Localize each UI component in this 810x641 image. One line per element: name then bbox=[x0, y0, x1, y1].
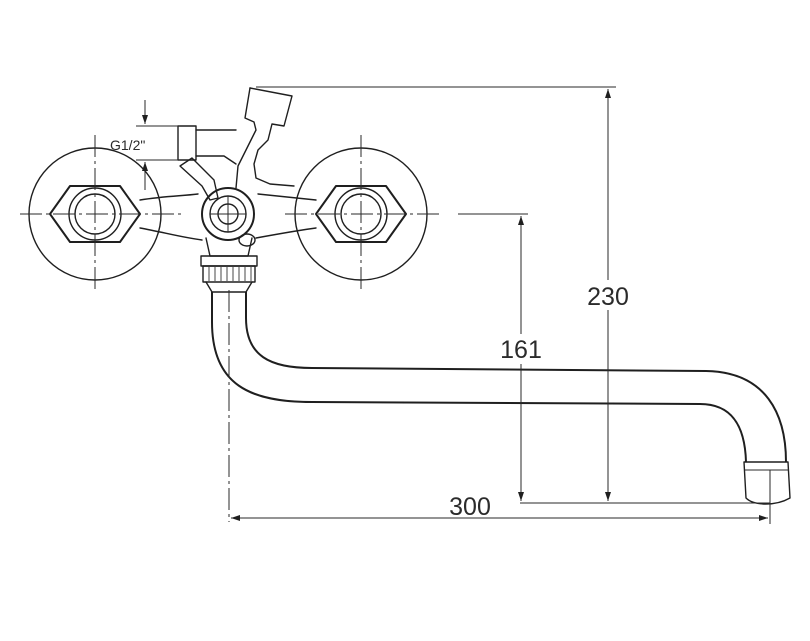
dimension-161: 161 bbox=[458, 213, 551, 501]
dimension-300: 300 bbox=[231, 470, 771, 524]
body-bar-right-bottom bbox=[255, 227, 317, 239]
diverter-body-left bbox=[235, 87, 257, 189]
swivel-nut bbox=[200, 255, 258, 293]
body-bar-right-top bbox=[257, 193, 317, 201]
dim-300-label: 300 bbox=[449, 493, 491, 521]
left-valve bbox=[20, 135, 185, 292]
dim-230-label: 230 bbox=[587, 283, 629, 311]
spout-outer-edge bbox=[211, 292, 747, 463]
dim-161-label: 161 bbox=[500, 336, 542, 364]
dim-161-label-bg bbox=[493, 334, 551, 364]
shower-outlet-bottom bbox=[195, 155, 237, 165]
diverter-assembly bbox=[177, 87, 295, 201]
spout-inner-edge bbox=[245, 292, 787, 463]
right-hex-nut bbox=[315, 185, 407, 243]
swivel-nut-body bbox=[202, 265, 256, 283]
hub-small-knob bbox=[238, 233, 256, 247]
spout bbox=[211, 290, 791, 522]
dimension-thread: G1/2" bbox=[110, 100, 180, 190]
diverter-lever bbox=[179, 157, 219, 201]
body-bar-left-bottom bbox=[139, 227, 203, 241]
dim-230-label-bg bbox=[576, 280, 640, 310]
diverter-head-outline bbox=[249, 87, 295, 187]
dimension-230: 230 bbox=[256, 86, 770, 504]
body-bar-left-top bbox=[139, 193, 199, 201]
shower-outlet-stub bbox=[177, 125, 197, 161]
aerator bbox=[743, 461, 791, 505]
mixer-body bbox=[139, 187, 317, 257]
hub-outer bbox=[201, 187, 255, 241]
right-valve bbox=[285, 135, 440, 292]
thread-label: G1/2" bbox=[110, 137, 145, 153]
swivel-nut-top bbox=[200, 255, 258, 267]
swivel-nut-knurl bbox=[208, 267, 252, 281]
left-hex-nut bbox=[49, 185, 141, 243]
